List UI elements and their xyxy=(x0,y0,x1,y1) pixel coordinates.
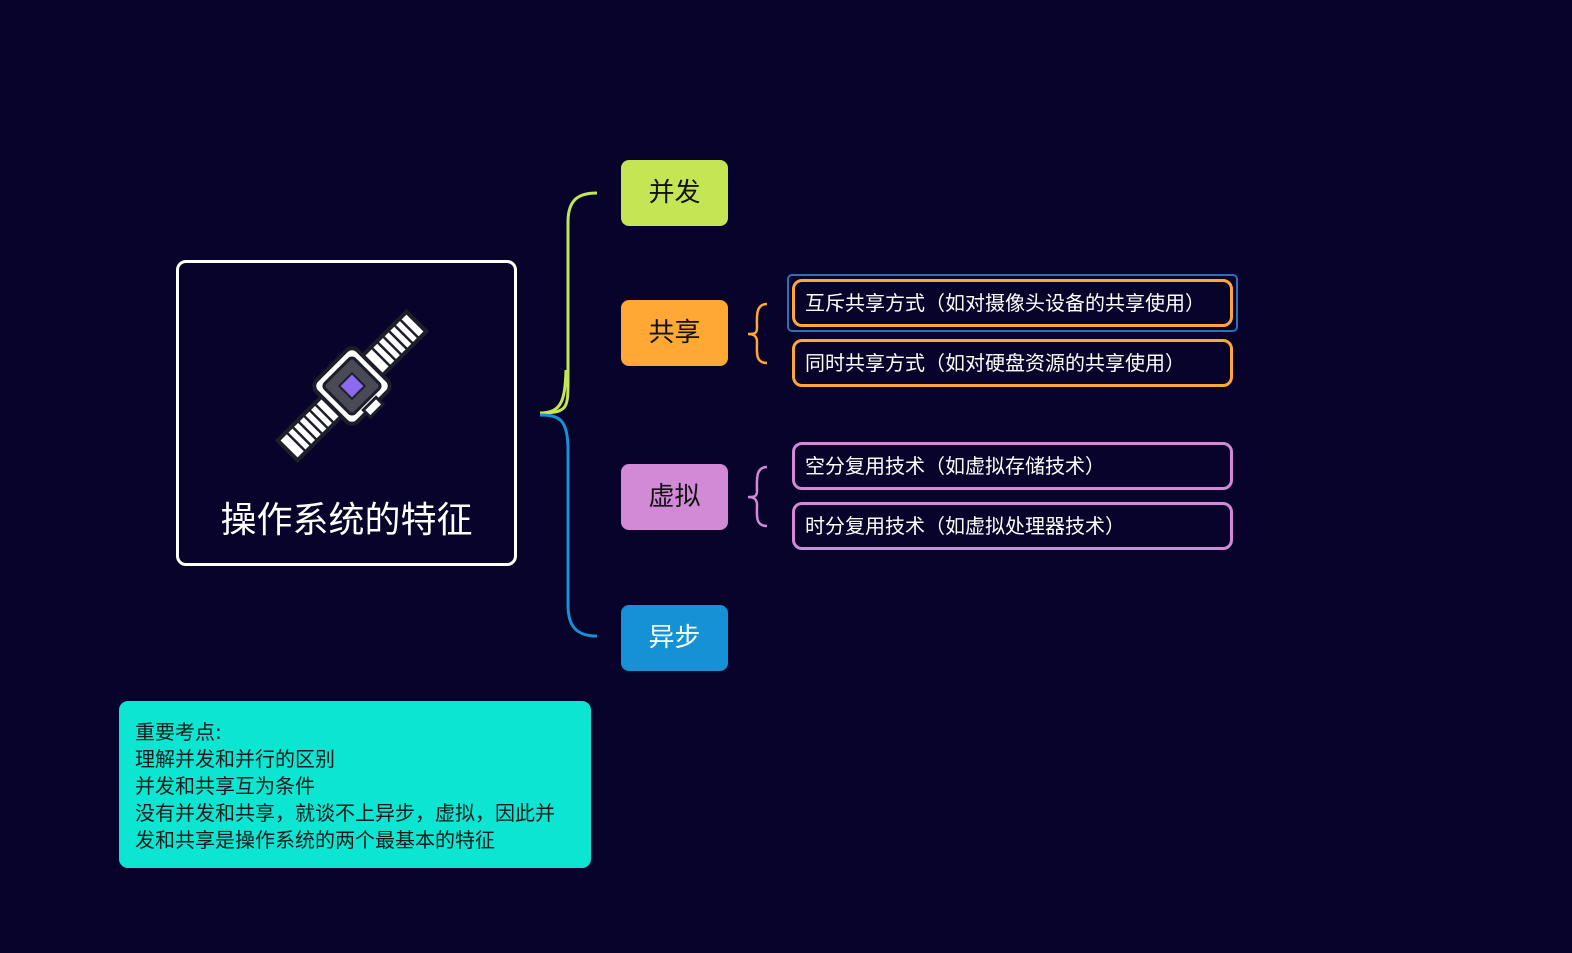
note-line-1: 重要考点: xyxy=(135,720,222,744)
leaf-node-3-2[interactable]: 时分复用技术（如虚拟处理器技术） xyxy=(792,502,1233,550)
connector-to-branch-1 xyxy=(539,191,598,415)
note-line-2: 理解并发和并行的区别 xyxy=(135,747,335,771)
brace-branch-3 xyxy=(747,465,768,528)
selection-outline xyxy=(787,274,1238,332)
connector-to-branch-4 xyxy=(539,413,598,638)
note-line-5: 发和共享是操作系统的两个最基本的特征 xyxy=(135,828,495,852)
connector-to-branch-2 xyxy=(539,369,568,415)
branch-node-4[interactable]: 异步 xyxy=(621,605,728,671)
note-box[interactable]: 重要考点: 理解并发和并行的区别 并发和共享互为条件 没有并发和共享，就谈不上异… xyxy=(119,701,591,868)
leaf-node-2-2[interactable]: 同时共享方式（如对硬盘资源的共享使用） xyxy=(792,339,1233,387)
leaf-node-3-1[interactable]: 空分复用技术（如虚拟存储技术） xyxy=(792,442,1233,490)
brace-branch-2 xyxy=(747,302,768,365)
note-line-4: 没有并发和共享，就谈不上异步，虚拟，因此并 xyxy=(135,801,555,825)
branch-node-2[interactable]: 共享 xyxy=(621,300,728,366)
note-line-3: 并发和共享互为条件 xyxy=(135,774,315,798)
satellite-icon xyxy=(274,308,430,464)
branch-node-3[interactable]: 虚拟 xyxy=(621,464,728,530)
branch-node-1[interactable]: 并发 xyxy=(621,160,728,226)
root-node[interactable]: 操作系统的特征 xyxy=(176,260,517,566)
leaf-node-2-1[interactable]: 互斥共享方式（如对摄像头设备的共享使用） xyxy=(792,279,1233,327)
root-title: 操作系统的特征 xyxy=(220,500,473,541)
